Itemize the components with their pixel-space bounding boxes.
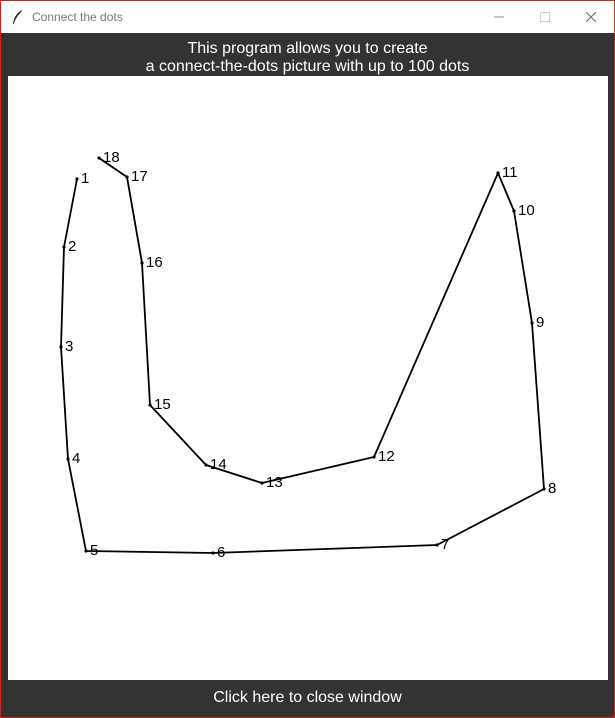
dot-13 [260, 481, 264, 485]
dot-label-2: 2 [68, 238, 76, 255]
dot-2 [62, 245, 66, 249]
dot-label-18: 18 [103, 149, 120, 166]
dot-label-3: 3 [65, 338, 73, 355]
dot-label-11: 11 [502, 164, 518, 181]
dot-label-12: 12 [378, 448, 395, 465]
app-frame: This program allows you to create a conn… [1, 33, 614, 717]
instructions-line-2: a connect-the-dots picture with up to 10… [145, 58, 470, 75]
dot-8 [542, 487, 546, 491]
dot-label-4: 4 [72, 450, 80, 467]
dot-connector-13-14 [205, 464, 263, 484]
dot-label-7: 7 [441, 536, 449, 553]
dot-connector-2-3 [60, 246, 65, 348]
dot-label-8: 8 [548, 480, 556, 497]
dot-7 [435, 543, 439, 547]
dot-label-16: 16 [146, 254, 163, 271]
dot-label-14: 14 [210, 456, 227, 473]
maximize-icon [540, 12, 550, 22]
dot-17 [125, 175, 129, 179]
dot-connector-9-10 [513, 210, 533, 324]
dot-14 [204, 463, 208, 467]
dot-label-10: 10 [518, 202, 535, 219]
dot-label-5: 5 [90, 542, 98, 559]
dot-1 [75, 177, 79, 181]
dot-connector-12-13 [261, 456, 375, 484]
close-window-button[interactable]: Click here to close window [213, 689, 402, 706]
dot-connector-14-15 [149, 404, 207, 466]
dot-connector-1-2 [63, 178, 78, 248]
dot-label-17: 17 [131, 168, 148, 185]
dot-6 [211, 551, 215, 555]
dot-connector-15-16 [141, 262, 151, 406]
feather-icon [13, 9, 24, 24]
dot-connector-17-18 [98, 157, 128, 178]
dot-10 [512, 209, 516, 213]
dot-connector-3-4 [60, 346, 69, 460]
dot-connector-4-5 [67, 458, 87, 552]
dot-12 [372, 455, 376, 459]
dot-4 [66, 457, 70, 461]
dot-label-15: 15 [154, 396, 171, 413]
dot-label-1: 1 [81, 170, 89, 187]
dot-connector-8-9 [531, 322, 545, 490]
instructions-header: This program allows you to create a conn… [1, 40, 614, 76]
dot-3 [59, 345, 63, 349]
dot-label-9: 9 [536, 314, 544, 331]
dot-15 [148, 403, 152, 407]
dot-label-6: 6 [217, 544, 225, 561]
title-bar[interactable]: Connect the dots [1, 1, 614, 33]
dot-connector-16-17 [126, 176, 143, 264]
close-icon [586, 12, 596, 22]
minimize-icon [494, 16, 504, 18]
dot-18 [97, 156, 101, 160]
maximize-button[interactable] [522, 1, 568, 33]
dot-label-13: 13 [266, 474, 283, 491]
instructions-line-1: This program allows you to create [187, 40, 428, 57]
dot-11 [496, 171, 500, 175]
dot-5 [84, 549, 88, 553]
close-button[interactable] [568, 1, 614, 33]
dot-connector-5-6 [85, 550, 214, 554]
dot-16 [140, 261, 144, 265]
dot-connector-7-8 [436, 488, 545, 546]
dot-connector-11-12 [373, 172, 499, 458]
dot-connector-6-7 [212, 544, 438, 554]
dot-connector-10-11 [497, 172, 515, 212]
minimize-button[interactable] [476, 1, 522, 33]
dot-9 [530, 321, 534, 325]
window-title: Connect the dots [32, 10, 123, 24]
